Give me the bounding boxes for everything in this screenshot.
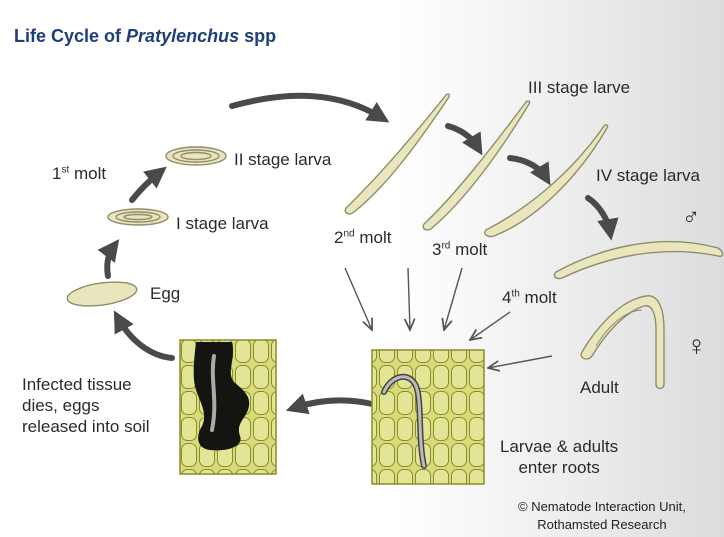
enter-roots-label: Larvae & adults enter roots — [500, 436, 618, 478]
arrow-to-stage3 — [232, 96, 382, 118]
arrow-egg-to-stage1 — [107, 246, 114, 276]
male-adult-worm — [554, 242, 722, 279]
arrow-stage3a-to-3b — [448, 126, 478, 148]
stage3-label: III stage larve — [528, 78, 630, 98]
entry-arrow-4 — [470, 312, 510, 340]
entry-arrow-1 — [345, 268, 372, 330]
entry-arrow-3 — [444, 268, 462, 330]
arrow-roots-to-tissue — [294, 401, 372, 408]
egg-shape — [66, 278, 138, 310]
male-symbol: ♂ — [682, 204, 700, 232]
root-section — [372, 350, 484, 484]
infected-tissue-label: Infected tissue dies, eggs released into… — [22, 374, 150, 437]
stage3-worm-1 — [345, 94, 449, 214]
stage2-label: II stage larva — [234, 150, 331, 170]
stage3-worm-2 — [423, 101, 529, 230]
molt3-label: 3rd molt — [432, 240, 487, 260]
page-title: Life Cycle of Pratylenchus spp — [14, 26, 276, 47]
egg-label: Egg — [150, 284, 180, 304]
female-adult-worm — [581, 296, 664, 389]
molt2-label: 2nd molt — [334, 228, 391, 248]
molt4-label: 4th molt — [502, 288, 557, 308]
stage4-label: IV stage larva — [596, 166, 700, 186]
arrow-to-adult — [588, 198, 610, 232]
entry-arrow-5 — [488, 356, 552, 368]
entry-arrow-2 — [408, 268, 410, 330]
credit-text: © Nematode Interaction Unit, Rothamsted … — [518, 498, 686, 534]
late-stage-worms — [345, 94, 722, 389]
arrow-3b-to-3c — [510, 158, 546, 178]
adult-label: Adult — [580, 378, 619, 398]
arrow-stage1-to-stage2 — [132, 172, 160, 200]
female-symbol: ♀ — [686, 330, 707, 362]
root-tissue — [372, 350, 484, 484]
molt1-label: 1st molt — [52, 164, 106, 184]
infected-tissue — [180, 340, 276, 474]
arrow-tissue-to-egg — [118, 318, 172, 358]
stage1-label: I stage larva — [176, 214, 269, 234]
